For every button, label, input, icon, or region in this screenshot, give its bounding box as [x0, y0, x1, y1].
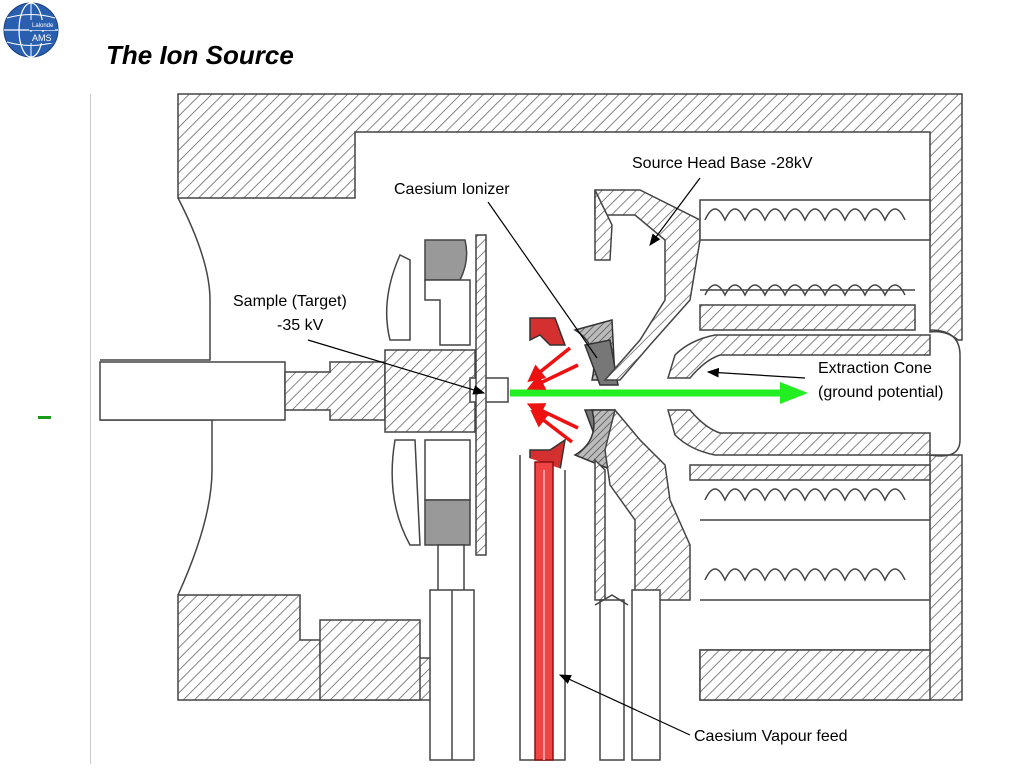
- label-sample-line1: Sample (Target): [233, 293, 347, 310]
- label-sample-line2: -35 kV: [277, 317, 324, 334]
- source-head-base: [594, 189, 701, 601]
- ion-beam-arrowhead: [780, 382, 808, 404]
- label-caesium-ionizer: Caesium Ionizer: [394, 181, 510, 198]
- label-caesium-vapour-feed: Caesium Vapour feed: [694, 728, 848, 745]
- leader-sample: [307, 339, 486, 395]
- sample-holder: [385, 234, 487, 761]
- label-extraction-line2: (ground potential): [818, 384, 943, 401]
- right-support-tubes: [594, 589, 661, 761]
- upper-bellows: [699, 199, 931, 331]
- caesium-ion-arrows: [526, 346, 579, 444]
- logo-text-ams: AMS: [32, 33, 52, 43]
- slide-title: The Ion Source: [106, 40, 294, 70]
- leader-source-head-base: [649, 177, 701, 246]
- lalonde-ams-logo: Lalonde AMS: [3, 2, 59, 58]
- leader-caesium-vapour: [558, 674, 691, 736]
- green-dash-marker: [38, 416, 51, 419]
- leader-caesium-ionizer: [487, 201, 598, 359]
- leader-extraction-cone: [706, 367, 806, 379]
- label-source-head-base: Source Head Base -28kV: [632, 155, 813, 172]
- logo-text-lalonde: Lalonde: [32, 23, 54, 29]
- leader-lines: [307, 177, 806, 736]
- sample-rod: [99, 349, 509, 433]
- left-divider: [90, 94, 91, 764]
- label-extraction-line1: Extraction Cone: [818, 360, 932, 377]
- lower-bellows: [689, 464, 931, 601]
- outer-housing: [100, 93, 963, 701]
- caesium-feed-tube: [519, 455, 566, 761]
- extraction-cone: [666, 329, 961, 457]
